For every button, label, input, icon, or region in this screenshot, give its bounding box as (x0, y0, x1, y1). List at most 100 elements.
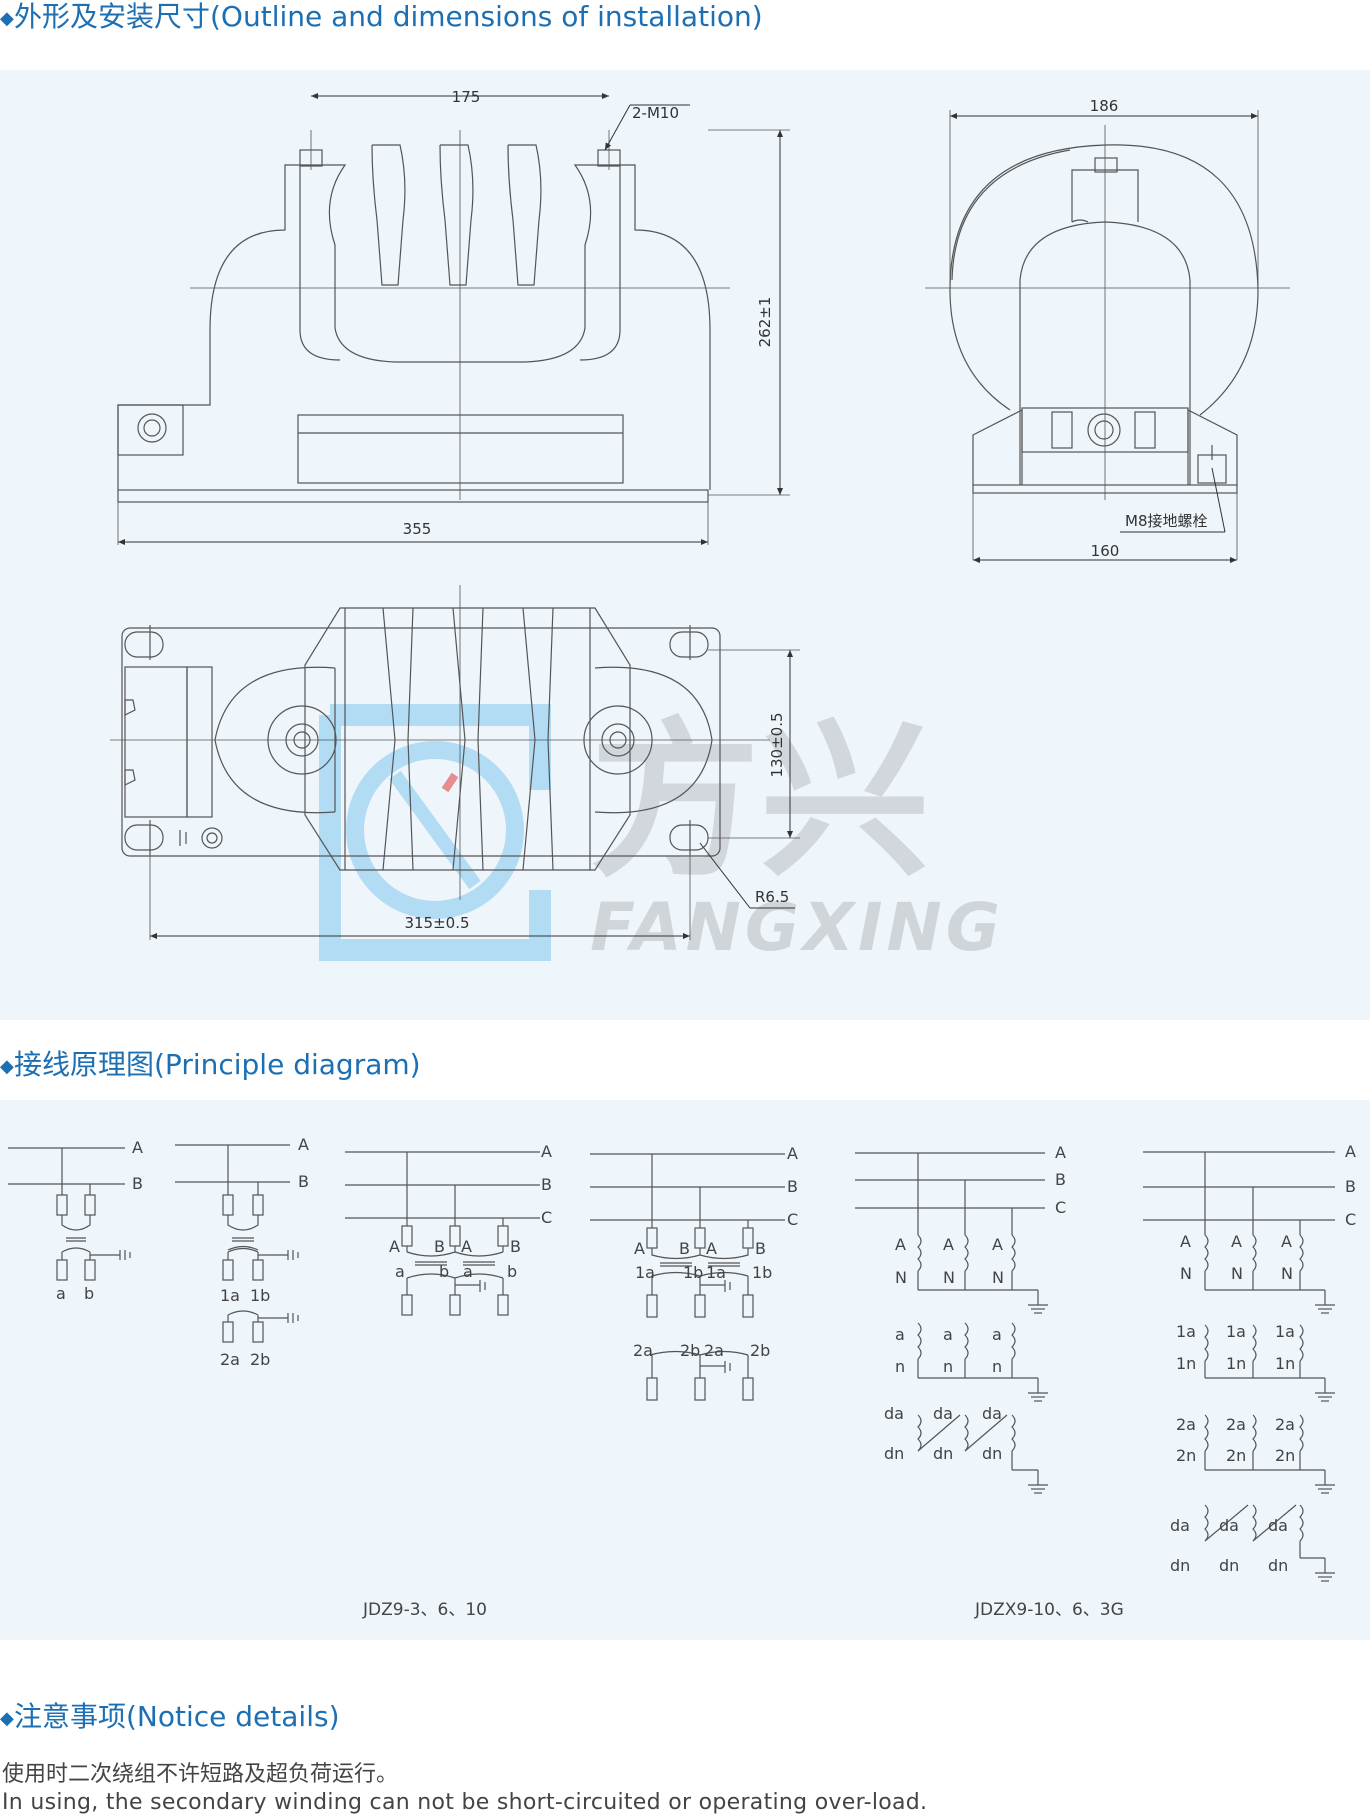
d4-primary-B2: B (755, 1239, 766, 1258)
outline-section-title: ◆外形及安装尺寸(Outline and dimensions of insta… (0, 0, 763, 36)
d6-label-A: A (1345, 1142, 1356, 1161)
d6-da-3: da (1268, 1516, 1288, 1535)
d6-label-C: C (1345, 1210, 1356, 1229)
d3-primary-B2: B (510, 1237, 521, 1256)
d2-terminal-2b: 2b (250, 1350, 270, 1369)
caption-jdzx9: JDZX9-10、6、3G (974, 1600, 1124, 1620)
dim-m8-ground-bolt: M8接地螺栓 (1125, 512, 1208, 530)
d4-secondary-2b-1: 2b (680, 1341, 700, 1360)
d5-dn-3: dn (982, 1444, 1002, 1463)
bullet-icon: ◆ (0, 1708, 14, 1729)
d5-A-3: A (992, 1235, 1003, 1254)
principle-section-title: ◆接线原理图(Principle diagram) (0, 1048, 421, 1084)
d1-label-B: B (132, 1174, 143, 1193)
d6-2n-1: 2n (1176, 1446, 1196, 1465)
d4-label-B: B (787, 1177, 798, 1196)
dim-r6-5: R6.5 (755, 888, 789, 906)
d3-secondary-b2: b (507, 1262, 517, 1281)
side-view (925, 110, 1290, 560)
d5-label-A: A (1055, 1143, 1066, 1162)
d3-primary-A1: A (389, 1237, 400, 1256)
diagram-1-wiring (8, 1147, 131, 1281)
d5-N-3: N (992, 1268, 1004, 1287)
d6-2a-3: 2a (1275, 1415, 1295, 1434)
d2-label-A: A (298, 1135, 309, 1154)
d2-terminal-1a: 1a (220, 1286, 240, 1305)
d2-terminal-2a: 2a (220, 1350, 240, 1369)
d6-1a-2: 1a (1226, 1322, 1246, 1341)
d6-1a-1: 1a (1176, 1322, 1196, 1341)
d5-da-2: da (933, 1404, 953, 1423)
d5-a-1: a (895, 1325, 905, 1344)
d5-N-1: N (895, 1268, 907, 1287)
top-view (110, 585, 800, 940)
dim-160: 160 (1091, 542, 1120, 560)
d5-a-3: a (992, 1325, 1002, 1344)
d5-dn-1: dn (884, 1444, 904, 1463)
d6-A-2: A (1231, 1232, 1242, 1251)
d5-da-1: da (884, 1404, 904, 1423)
d5-n-3: n (992, 1357, 1002, 1376)
d4-label-A: A (787, 1144, 798, 1163)
d6-1n-1: 1n (1176, 1354, 1196, 1373)
d3-primary-B1: B (434, 1237, 445, 1256)
d4-primary-A1: A (634, 1239, 645, 1258)
d6-N-3: N (1281, 1264, 1293, 1283)
d4-secondary-1b-1: 1b (683, 1263, 703, 1282)
d6-1a-3: 1a (1275, 1322, 1295, 1341)
d3-secondary-b1: b (439, 1262, 449, 1281)
d6-2a-2: 2a (1226, 1415, 1246, 1434)
d5-da-3: da (982, 1404, 1002, 1423)
outline-drawing: 方兴 FANGXING 175 2-M10 262±1 355 (110, 88, 1290, 966)
caption-jdz9: JDZ9-3、6、10 (362, 1600, 487, 1620)
d5-dn-2: dn (933, 1444, 953, 1463)
diagram-2-wiring (175, 1144, 299, 1343)
diagram-6-wiring (1143, 1151, 1335, 1582)
d4-secondary-2a-2: 2a (704, 1341, 724, 1360)
d6-A-3: A (1281, 1232, 1292, 1251)
d5-label-C: C (1055, 1198, 1066, 1217)
principle-diagram-panel: A B A B A B C A B C A B C A B C a b 1a 1… (0, 1100, 1370, 1640)
dim-355: 355 (403, 520, 432, 538)
d1-terminal-b: b (84, 1284, 94, 1303)
d6-da-1: da (1170, 1516, 1190, 1535)
d3-secondary-a2: a (463, 1262, 473, 1281)
d6-1n-3: 1n (1275, 1354, 1295, 1373)
principle-diagram: A B A B A B C A B C A B C A B C a b 1a 1… (8, 1135, 1356, 1620)
diagram-5-wiring (855, 1152, 1048, 1494)
d6-dn-2: dn (1219, 1556, 1239, 1575)
d3-label-A: A (541, 1142, 552, 1161)
d4-primary-A2: A (706, 1239, 717, 1258)
d6-label-B: B (1345, 1177, 1356, 1196)
d3-secondary-a1: a (395, 1262, 405, 1281)
dim-175: 175 (452, 88, 481, 106)
d4-label-C: C (787, 1210, 798, 1229)
diagram-4-wiring (590, 1153, 785, 1401)
dim-2-m10: 2-M10 (632, 104, 679, 122)
d5-n-1: n (895, 1357, 905, 1376)
d2-label-B: B (298, 1172, 309, 1191)
bullet-icon: ◆ (0, 1056, 14, 1077)
dim-186: 186 (1090, 97, 1119, 115)
d1-label-A: A (132, 1138, 143, 1157)
watermark-cn: 方兴 (590, 703, 930, 901)
d4-secondary-1a-2: 1a (706, 1263, 726, 1282)
d5-N-2: N (943, 1268, 955, 1287)
watermark-logo (319, 704, 551, 961)
notice-text-cn: 使用时二次绕组不许短路及超负荷运行。 (2, 1762, 399, 1787)
d6-dn-3: dn (1268, 1556, 1288, 1575)
d4-secondary-2b-2: 2b (750, 1341, 770, 1360)
d6-da-2: da (1219, 1516, 1239, 1535)
d6-A-1: A (1180, 1232, 1191, 1251)
front-view (117, 129, 790, 545)
d1-terminal-a: a (56, 1284, 66, 1303)
d6-2a-1: 2a (1176, 1415, 1196, 1434)
bullet-icon: ◆ (0, 8, 14, 29)
dim-262: 262±1 (756, 297, 774, 348)
d6-2n-2: 2n (1226, 1446, 1246, 1465)
notice-section-title: ◆注意事项(Notice details) (0, 1700, 340, 1736)
d3-primary-A2: A (461, 1237, 472, 1256)
d5-A-1: A (895, 1235, 906, 1254)
d6-N-1: N (1180, 1264, 1192, 1283)
dim-130: 130±0.5 (768, 712, 786, 777)
